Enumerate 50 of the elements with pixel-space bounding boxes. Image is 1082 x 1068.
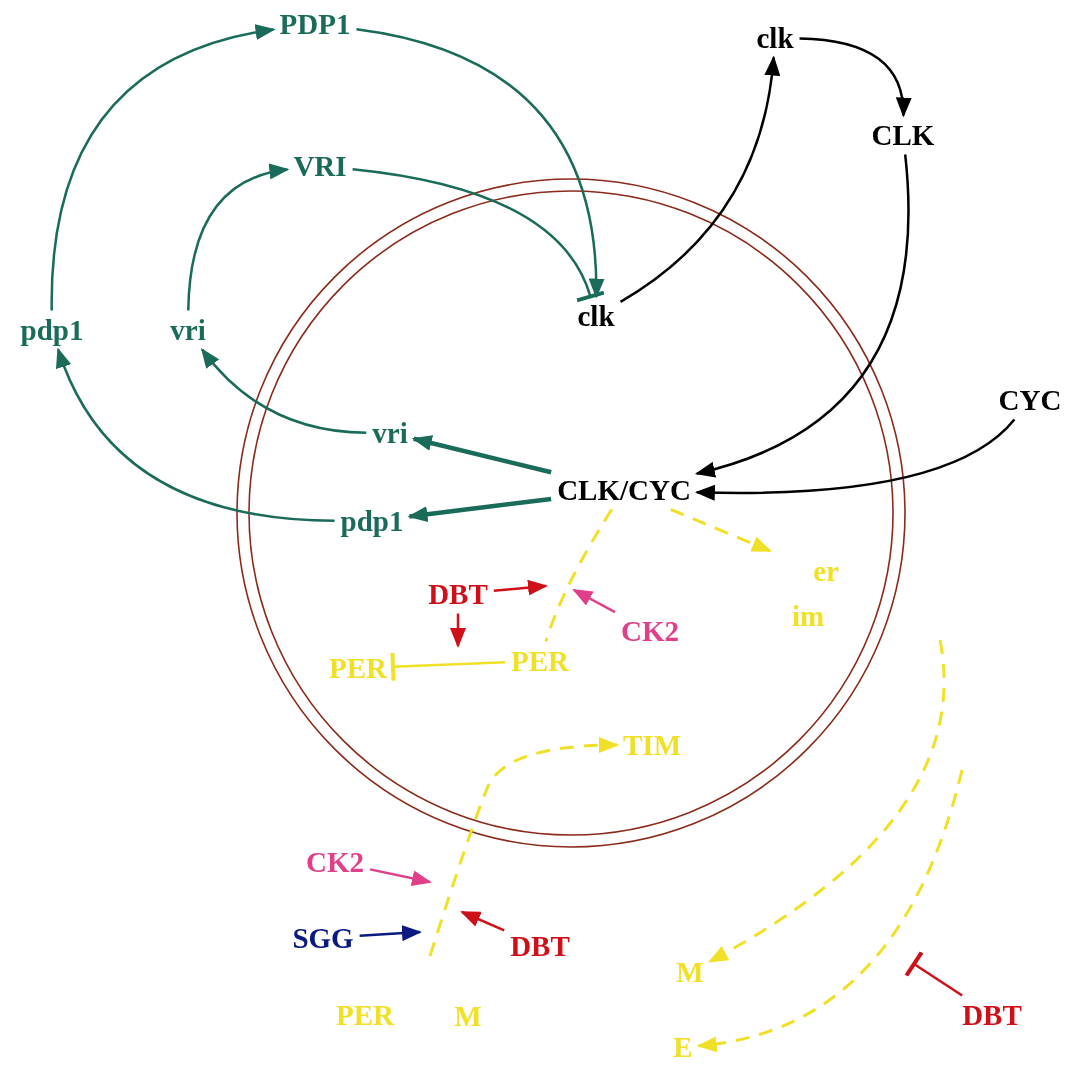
protein-label: TIM xyxy=(620,728,684,762)
protein-label: CLK xyxy=(868,118,938,152)
gene-label: clk xyxy=(574,299,618,333)
inhibition-line xyxy=(390,650,506,683)
arrow xyxy=(56,347,335,523)
fragment-label: M xyxy=(453,999,483,1033)
arrow xyxy=(187,164,290,311)
kinase-label: DBT xyxy=(959,998,1025,1032)
arrow xyxy=(460,910,505,932)
kinase-label: DBT xyxy=(507,929,573,963)
protein-label: PER xyxy=(333,998,397,1032)
fragment-label: M xyxy=(673,955,707,989)
fragment-label: er xyxy=(812,554,840,588)
arrow xyxy=(696,769,964,1052)
kinase-label: DBT xyxy=(425,577,491,611)
arrow xyxy=(619,55,780,303)
arrow xyxy=(450,613,466,648)
arrow xyxy=(407,496,552,523)
transcript-label: vri xyxy=(369,416,411,450)
arrow xyxy=(369,868,432,887)
protein-label: PDP1 xyxy=(276,7,354,41)
arrow xyxy=(694,154,910,477)
transcript-label: clk xyxy=(753,21,797,55)
protein-label: CYC xyxy=(995,383,1065,417)
complex-label: CLK/CYC xyxy=(554,473,694,507)
kinase-label: CK2 xyxy=(303,845,367,879)
arrow xyxy=(359,925,422,942)
kinase-label: CK2 xyxy=(618,614,682,648)
transcript-label: pdp1 xyxy=(337,504,407,538)
protein-label: PER xyxy=(508,644,572,678)
inhibition-line xyxy=(352,168,606,304)
gene-label: vri xyxy=(167,313,209,347)
arrow xyxy=(356,28,604,299)
protein-label: PER xyxy=(326,651,390,685)
arrow xyxy=(200,347,367,435)
arrow xyxy=(707,639,946,963)
fragment-label: im xyxy=(790,599,826,633)
fragment-label: E xyxy=(670,1030,696,1064)
arrow xyxy=(799,37,911,118)
arrow xyxy=(411,435,552,475)
arrow xyxy=(670,508,772,553)
kinase-label: SGG xyxy=(289,921,357,955)
arrow xyxy=(428,737,619,957)
arrow xyxy=(694,418,1016,501)
gene-label: pdp1 xyxy=(17,313,87,347)
protein-label: VRI xyxy=(290,149,350,183)
arrow xyxy=(572,588,616,614)
arrow xyxy=(493,579,548,596)
arrow xyxy=(50,24,276,311)
inhibition-line xyxy=(904,950,963,997)
